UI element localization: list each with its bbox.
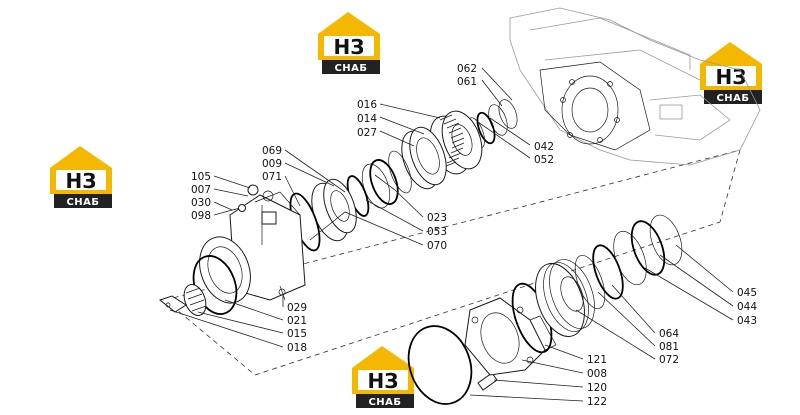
callout-072: 072 bbox=[659, 354, 679, 366]
callout-labels: 062 061 016 014 027 042 052 069 009 071 … bbox=[191, 63, 757, 408]
callout-008: 008 bbox=[587, 368, 607, 380]
callout-098: 098 bbox=[191, 210, 211, 222]
callout-052: 052 bbox=[534, 154, 554, 166]
callout-043: 043 bbox=[737, 315, 757, 327]
watermark-logo-top: НЗ СНАБ bbox=[318, 12, 380, 74]
callout-081: 081 bbox=[659, 341, 679, 353]
callout-014: 014 bbox=[357, 113, 377, 125]
logo-sub-text: СНАБ bbox=[716, 93, 749, 104]
bolt-120 bbox=[477, 372, 498, 391]
callout-122: 122 bbox=[587, 396, 607, 408]
gear-014-027 bbox=[401, 126, 447, 190]
ring-042 bbox=[476, 111, 496, 145]
assembly-axis-lower bbox=[254, 221, 721, 376]
ring-045 bbox=[649, 214, 683, 266]
logo-sub-text: СНАБ bbox=[66, 197, 99, 208]
logo-main-text: НЗ bbox=[368, 369, 399, 393]
shaft-spline-018 bbox=[158, 284, 207, 316]
callout-021: 021 bbox=[287, 315, 307, 327]
callout-042: 042 bbox=[534, 141, 554, 153]
logo-sub-text: СНАБ bbox=[368, 397, 401, 408]
callout-062: 062 bbox=[457, 63, 477, 75]
watermark-logo-bottom: НЗ СНАБ bbox=[352, 346, 414, 408]
callout-053: 053 bbox=[427, 226, 447, 238]
disk-pack-064 bbox=[535, 259, 595, 337]
callout-007: 007 bbox=[191, 184, 211, 196]
assembly-axis-right bbox=[719, 149, 741, 223]
callout-016: 016 bbox=[357, 99, 377, 111]
watermark-logo-left: НЗ СНАБ bbox=[50, 146, 112, 208]
callout-018: 018 bbox=[287, 342, 307, 354]
callout-045: 045 bbox=[737, 287, 757, 299]
logo-main-text: НЗ bbox=[334, 35, 365, 59]
callout-027: 027 bbox=[357, 127, 377, 139]
callout-069: 069 bbox=[262, 145, 282, 157]
ring-043 bbox=[613, 230, 647, 286]
ring-062 bbox=[498, 99, 518, 129]
ring-081 bbox=[592, 244, 624, 300]
logo-sub-text: СНАБ bbox=[334, 63, 367, 74]
ring-072 bbox=[574, 255, 606, 309]
callout-064: 064 bbox=[659, 328, 679, 340]
callout-121: 121 bbox=[587, 354, 607, 366]
adapter-plate-008 bbox=[464, 297, 557, 376]
callout-044: 044 bbox=[737, 301, 757, 313]
ring-061 bbox=[488, 104, 508, 136]
callout-061: 061 bbox=[457, 76, 477, 88]
callout-023: 023 bbox=[427, 212, 447, 224]
callout-070: 070 bbox=[427, 240, 447, 252]
bolt-030-098 bbox=[224, 204, 246, 213]
leader-lines bbox=[169, 67, 734, 402]
hydraulic-motor-body bbox=[192, 190, 306, 315]
bolt-105 bbox=[247, 184, 259, 196]
oring-122 bbox=[407, 325, 473, 405]
callout-105: 105 bbox=[191, 171, 211, 183]
gearbox-housing bbox=[509, 7, 761, 166]
flange-009 bbox=[311, 178, 357, 242]
assembly-axis-left bbox=[164, 299, 256, 376]
logo-main-text: НЗ bbox=[66, 169, 97, 193]
logo-main-text: НЗ bbox=[716, 65, 747, 89]
ring-023 bbox=[369, 159, 399, 205]
ring-071 bbox=[388, 150, 412, 194]
ring-044 bbox=[630, 220, 666, 276]
callout-009: 009 bbox=[262, 158, 282, 170]
callout-015: 015 bbox=[287, 328, 307, 340]
callout-030: 030 bbox=[191, 197, 211, 209]
watermark-logo-right: НЗ СНАБ bbox=[700, 42, 762, 104]
callout-120: 120 bbox=[587, 382, 607, 394]
callout-071: 071 bbox=[262, 171, 282, 183]
callout-029: 029 bbox=[287, 302, 307, 314]
